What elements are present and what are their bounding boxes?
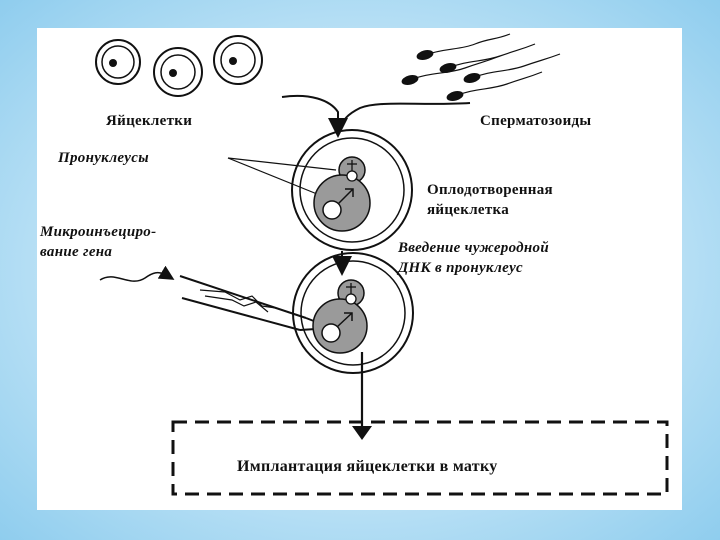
label-pronuclei: Пронуклеусы <box>58 150 149 166</box>
arrowhead-implantation <box>352 426 372 440</box>
label-sperm: Сперматозоиды <box>480 113 592 129</box>
microinjection-squiggle <box>99 265 175 282</box>
label-microinjection-line1: Микроинъециро- <box>40 224 157 240</box>
label-microinjection-line2: вание гена <box>40 244 113 260</box>
label-dna-introduction-line2: ДНК в пронуклеус <box>398 260 523 276</box>
pronuclei-pointer-2 <box>227 157 323 197</box>
label-fertilized-egg: Оплодотворенная яйцеклетка <box>427 180 553 220</box>
fertilized-egg <box>291 129 413 251</box>
label-fertilized-egg-line1: Оплодотворенная <box>427 182 553 198</box>
label-eggs: Яйцеклетки <box>106 113 193 129</box>
label-dna-introduction: Введение чужеродной ДНК в пронуклеус <box>398 238 549 278</box>
male-pronucleus <box>313 174 371 232</box>
egg-cell-3 <box>213 35 263 85</box>
label-microinjection: Микроинъециро- вание гена <box>40 222 156 262</box>
sperm-cells <box>401 33 561 101</box>
implantation-box <box>171 420 669 496</box>
injected-egg <box>292 252 414 374</box>
label-implantation: Имплантация яйцеклетки в матку <box>237 458 498 475</box>
label-fertilized-egg-line2: яйцеклетка <box>427 202 510 218</box>
egg-cell-2 <box>153 47 203 97</box>
label-dna-introduction-line1: Введение чужеродной <box>398 240 549 256</box>
arrow-sperm-to-zygote <box>339 102 471 131</box>
arrow-eggs-to-zygote <box>281 94 348 138</box>
male-pronucleus <box>312 298 368 354</box>
egg-cell-1 <box>95 39 141 85</box>
pronuclei-pointer-1 <box>227 157 337 171</box>
